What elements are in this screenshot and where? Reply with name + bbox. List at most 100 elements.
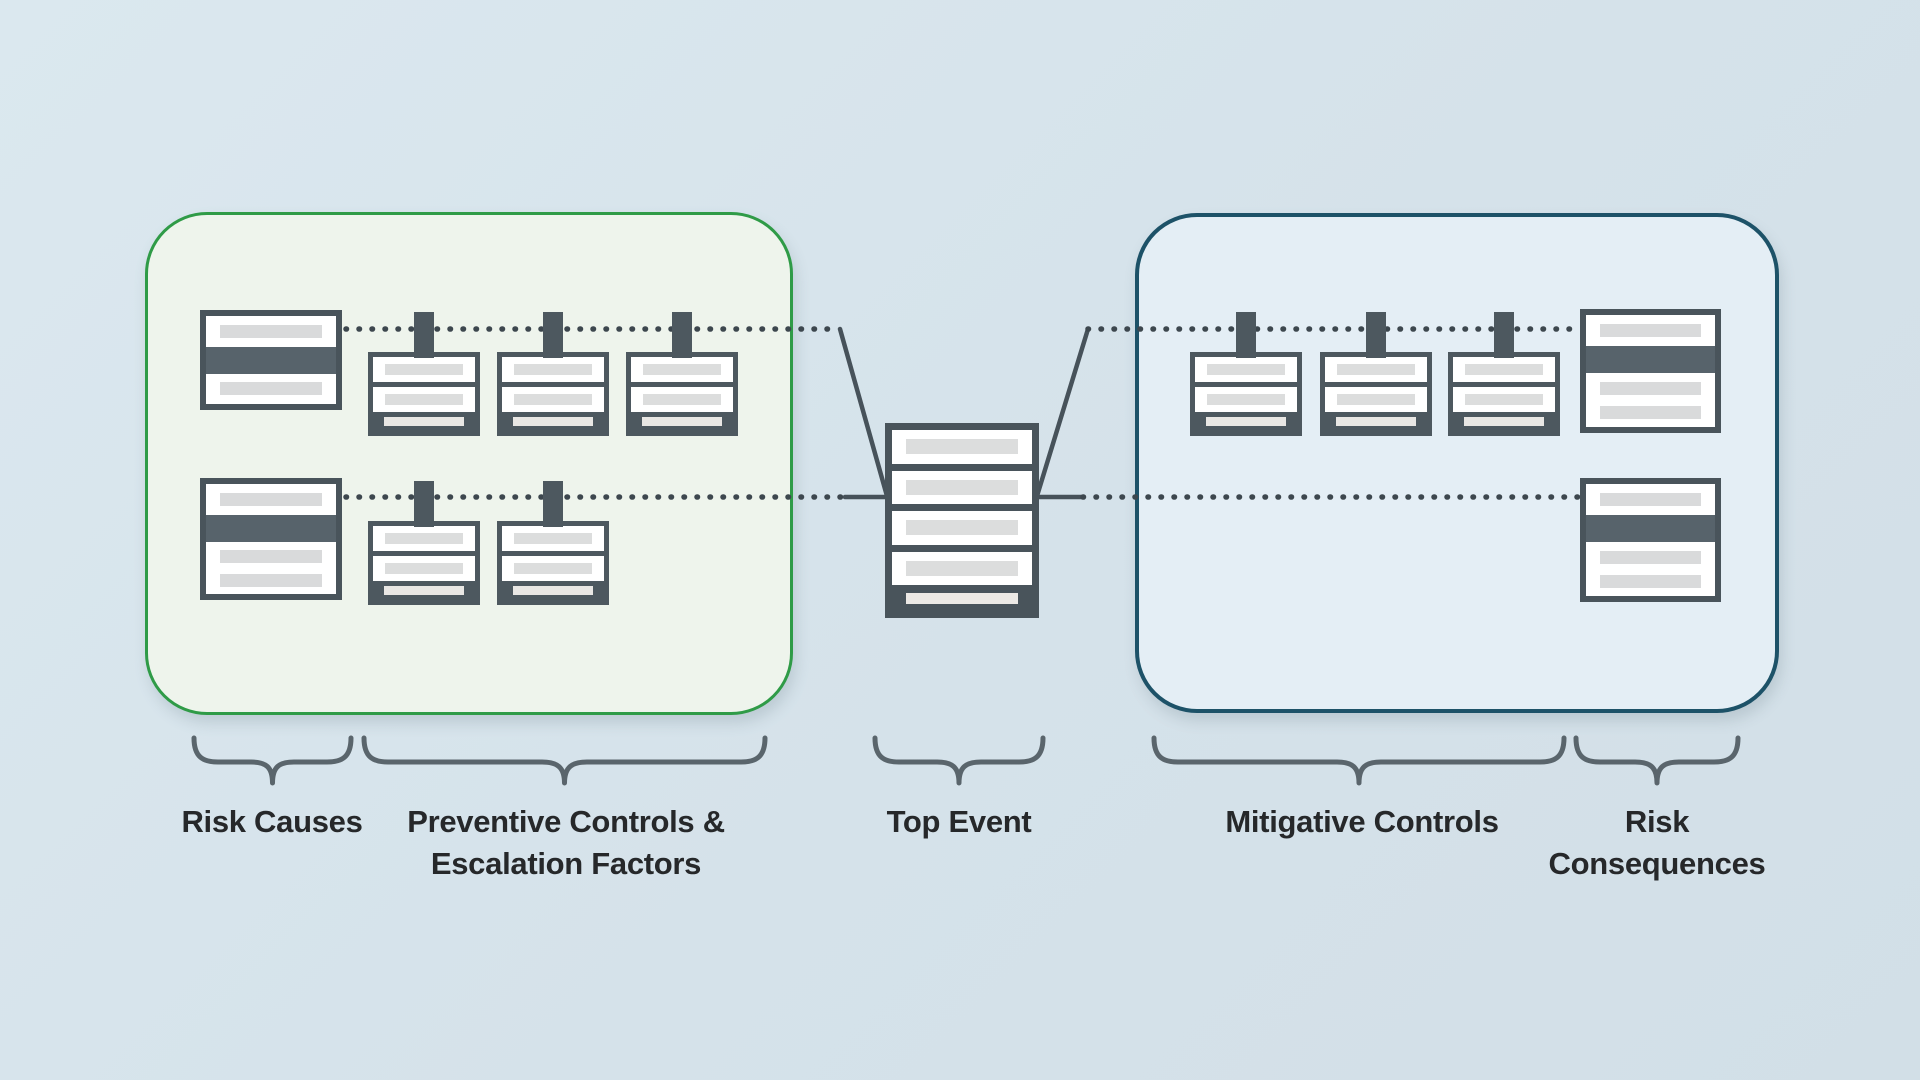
divider (502, 551, 604, 556)
consequence-box-2 (1580, 478, 1721, 602)
control-footer (1195, 412, 1297, 431)
text-bar (1337, 394, 1415, 405)
dark-band (206, 346, 336, 374)
text-bar (906, 479, 1018, 495)
text-bar (906, 560, 1018, 576)
consequence-box-1 (1580, 309, 1721, 433)
brace-mitigative-controls (1151, 735, 1567, 786)
diagonal-connector-right-top (1034, 326, 1091, 499)
top-event-box (885, 423, 1039, 618)
text-placeholder-row (502, 387, 604, 412)
divider (373, 551, 475, 556)
label-top-event: Top Event (887, 801, 1032, 843)
divider (892, 463, 1032, 471)
text-bar (1599, 493, 1702, 506)
text-bar (1599, 381, 1702, 395)
dark-band (1586, 346, 1715, 373)
text-bar (514, 563, 592, 574)
footer-bar (642, 417, 722, 426)
text-placeholder-row (373, 357, 475, 382)
text-placeholder-row (502, 357, 604, 382)
text-placeholder-row (373, 387, 475, 412)
text-placeholder-row (631, 357, 733, 382)
text-placeholder-row (1195, 357, 1297, 382)
control-footer (373, 412, 475, 431)
text-placeholder-row (206, 542, 336, 594)
label-line: Risk Causes (181, 804, 363, 839)
divider (892, 504, 1032, 511)
brace-preventive-controls (361, 735, 768, 786)
text-bar (1599, 574, 1702, 588)
preventive-control-box (626, 312, 738, 436)
control-tab (672, 312, 692, 358)
mitigative-control-box (1448, 312, 1560, 436)
text-placeholder-row (892, 511, 1032, 545)
dark-band (206, 515, 336, 542)
divider (1325, 382, 1427, 387)
text-bar (514, 394, 592, 405)
divider (631, 382, 733, 387)
control-tab (1236, 312, 1256, 358)
footer-bar (1336, 417, 1416, 426)
text-placeholder-row (892, 470, 1032, 504)
text-placeholder-row (1325, 387, 1427, 412)
text-placeholder-row (892, 551, 1032, 585)
divider (373, 382, 475, 387)
control-tab (543, 481, 563, 527)
text-placeholder-row (1195, 387, 1297, 412)
cause-box-1 (200, 310, 342, 410)
causes-panel (145, 212, 793, 715)
text-bar (219, 549, 323, 563)
text-bar (219, 493, 323, 506)
text-placeholder-row (206, 484, 336, 515)
text-placeholder-row (373, 526, 475, 551)
footer-bar (513, 586, 593, 595)
control-tab (414, 481, 434, 527)
cause-box-2 (200, 478, 342, 600)
label-risk-consequences: Risk Consequences (1549, 801, 1766, 885)
preventive-control-box (497, 312, 609, 436)
text-bar (219, 382, 323, 396)
text-placeholder-row (373, 556, 475, 581)
text-placeholder-row (502, 556, 604, 581)
control-footer (373, 581, 475, 600)
text-bar (1599, 550, 1702, 564)
text-bar (385, 394, 463, 405)
footer-bar (1464, 417, 1544, 426)
label-line: Mitigative Controls (1225, 804, 1499, 839)
text-bar (1599, 324, 1702, 337)
preventive-control-box (368, 312, 480, 436)
text-bar (643, 394, 721, 405)
text-placeholder-row (1586, 484, 1715, 515)
footer-bar (1206, 417, 1286, 426)
text-bar (643, 364, 721, 375)
dark-band (1586, 515, 1715, 542)
footer-bar (513, 417, 593, 426)
text-bar (1207, 394, 1285, 405)
text-bar (906, 520, 1018, 536)
divider (502, 382, 604, 387)
text-bar (219, 573, 323, 587)
control-footer (631, 412, 733, 431)
text-bar (219, 324, 323, 338)
consequences-panel (1135, 213, 1779, 713)
label-line: Consequences (1548, 846, 1766, 881)
mitigative-control-box (1190, 312, 1302, 436)
text-bar (385, 533, 463, 544)
text-bar (385, 563, 463, 574)
label-line: Top Event (886, 804, 1032, 839)
text-bar (514, 533, 592, 544)
text-placeholder-row (1453, 387, 1555, 412)
footer-bar (906, 592, 1018, 604)
text-bar (1465, 394, 1543, 405)
escalation-control-box (497, 481, 609, 605)
control-footer (502, 412, 604, 431)
control-footer (1453, 412, 1555, 431)
brace-risk-consequences (1573, 735, 1741, 786)
text-placeholder-row (892, 430, 1032, 464)
control-tab (1494, 312, 1514, 358)
text-bar (906, 439, 1018, 455)
event-footer (892, 585, 1032, 611)
